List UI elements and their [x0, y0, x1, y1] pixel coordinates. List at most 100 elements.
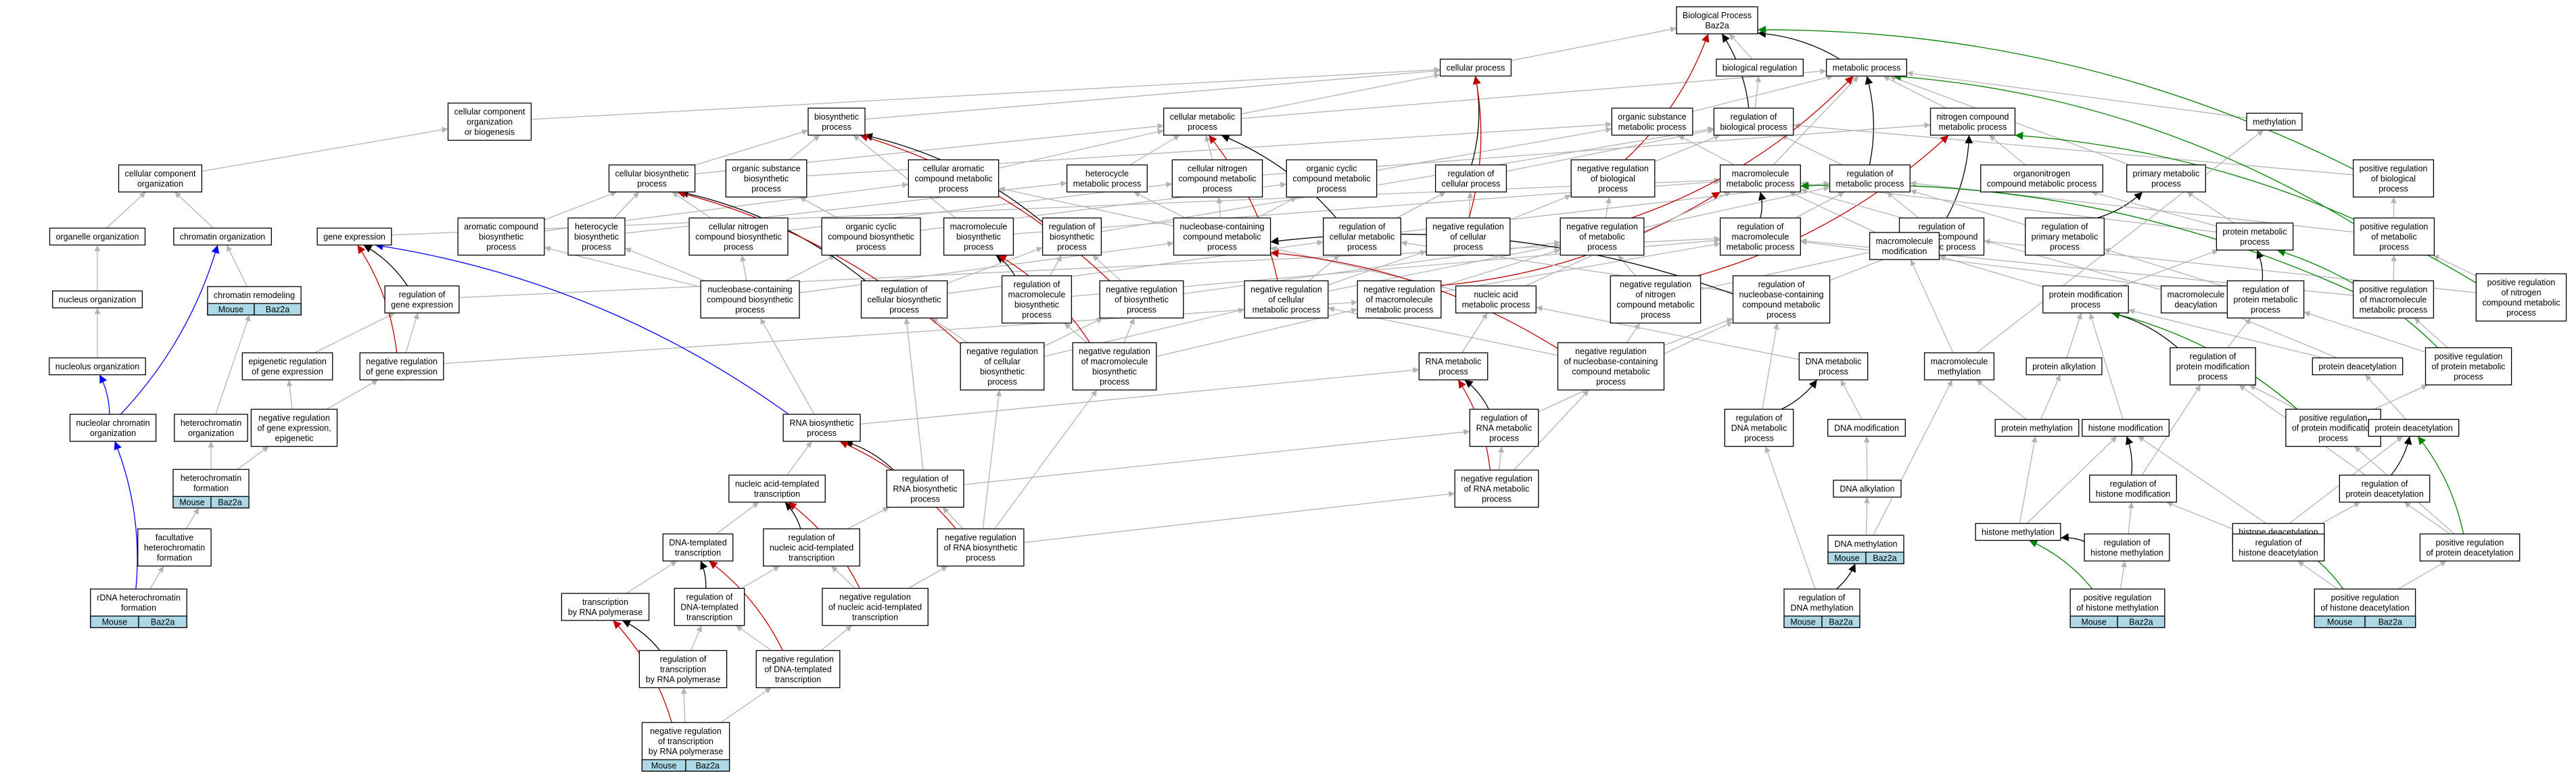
- go-term-node-gexp[interactable]: gene expression: [317, 227, 392, 246]
- go-term-node-ppdeac[interactable]: protein deacetylation: [2368, 418, 2460, 437]
- go-term-node-hmeth[interactable]: histone methylation: [1975, 522, 2061, 541]
- go-term-node-norgan[interactable]: nucleolus organization: [49, 357, 146, 376]
- go-term-node-pdeac[interactable]: protein deacetylation: [2312, 357, 2404, 376]
- go-term-node-oorg[interactable]: organelle organization: [49, 227, 146, 246]
- go-term-node-corg[interactable]: chromatin organization: [173, 227, 272, 246]
- go-term-node-pmeth[interactable]: protein methylation: [1994, 418, 2080, 437]
- go-term-node-meth[interactable]: methylation: [2246, 112, 2303, 131]
- go-term-node-norg[interactable]: nucleus organization: [52, 290, 143, 309]
- go-term-node-hmod[interactable]: histone modification: [2082, 418, 2170, 437]
- go-term-node-dnaalk[interactable]: DNA alkylation: [1833, 479, 1902, 498]
- go-term-node-cp[interactable]: cellular process: [1439, 58, 1512, 77]
- go-term-node-palk[interactable]: protein alkylation: [2025, 357, 2103, 376]
- go-term-node-dnamod[interactable]: DNA modification: [1827, 418, 1906, 437]
- go-term-node-breg[interactable]: biological regulation: [1716, 58, 1804, 77]
